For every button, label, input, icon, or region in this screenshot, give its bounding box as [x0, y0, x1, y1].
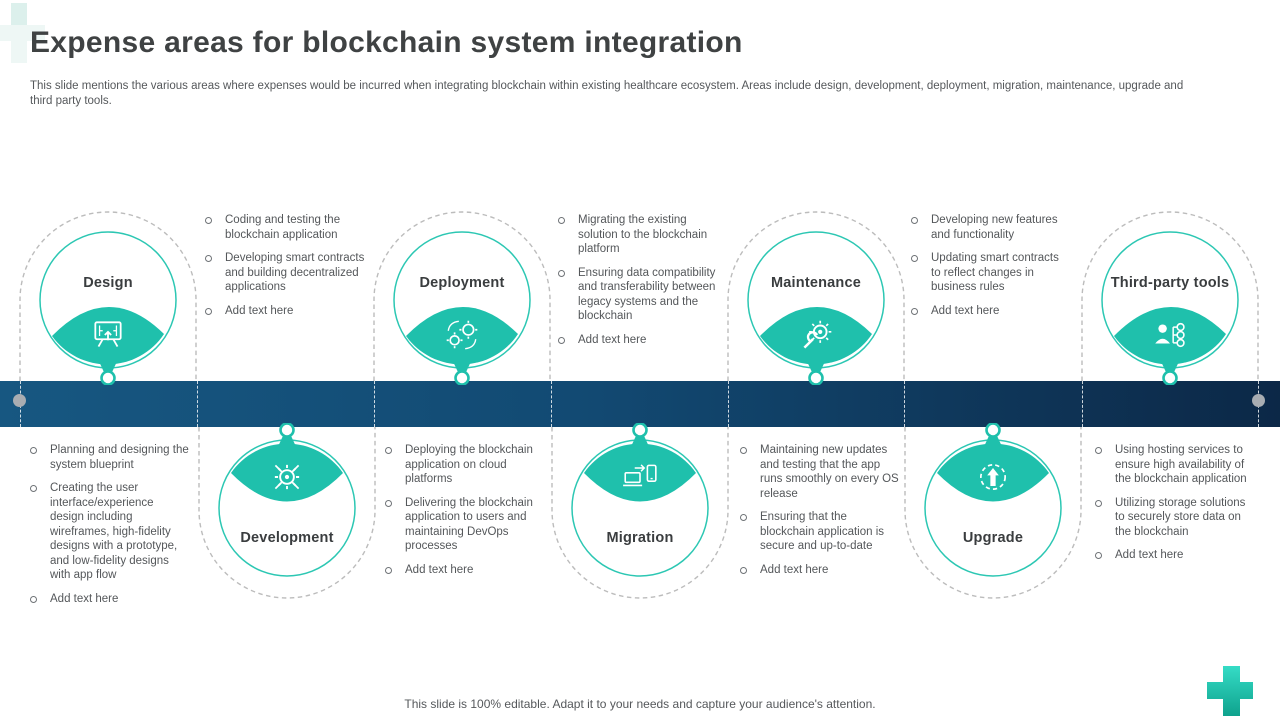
bullet-marker-icon: [385, 499, 392, 507]
bullet-item: Updating smart contracts to reflect chan…: [911, 251, 1071, 295]
add-text-placeholder[interactable]: Add text here: [911, 304, 1071, 319]
stage-upgrade-bullets: Developing new features and functionalit…: [911, 213, 1071, 327]
timeline-divider: [728, 381, 729, 427]
stage-development-bullets: Coding and testing the blockchain applic…: [205, 213, 365, 327]
timeline-end-dot: [1252, 394, 1265, 407]
timeline-start-dot: [13, 394, 26, 407]
stage-label: Third-party tools: [1110, 274, 1230, 291]
stage-maintenance-bullets: Maintaining new updates and testing that…: [740, 443, 900, 586]
bullet-marker-icon: [205, 307, 212, 315]
maintenance-icon: [797, 317, 835, 353]
stage-marker: [197, 423, 377, 603]
bullet-marker-icon: [911, 217, 918, 224]
bullet-marker-icon: [740, 566, 747, 574]
bullet-marker-icon: [385, 447, 392, 454]
bullet-item: Creating the user interface/experience d…: [30, 481, 190, 583]
stage-migration-bullets: Migrating the existing solution to the b…: [558, 213, 718, 356]
bullet-item: Ensuring that the blockchain application…: [740, 510, 900, 554]
upgrade-icon: [974, 459, 1012, 495]
bullet-marker-icon: [1095, 499, 1102, 507]
stage-deployment: Deployment: [372, 205, 552, 385]
bullet-marker-icon: [911, 255, 918, 262]
stage-deployment-bullets: Deploying the blockchain application on …: [385, 443, 545, 586]
medical-cross-icon: [1207, 666, 1253, 716]
bullet-item: Coding and testing the blockchain applic…: [205, 213, 365, 242]
bullet-marker-icon: [1095, 447, 1102, 454]
add-text-placeholder[interactable]: Add text here: [205, 304, 365, 319]
stage-development: Development: [197, 423, 377, 603]
bullet-item: Ensuring data compatibility and transfer…: [558, 266, 718, 324]
stage-third-party-tools: Third-party tools: [1080, 205, 1260, 385]
stage-label: Migration: [606, 529, 674, 546]
bullet-marker-icon: [558, 336, 565, 344]
bullet-item: Using hosting services to ensure high av…: [1095, 443, 1255, 487]
bullet-marker-icon: [558, 269, 565, 277]
timeline-divider: [1082, 381, 1083, 427]
bullet-item: Deploying the blockchain application on …: [385, 443, 545, 487]
bullet-item: Delivering the blockchain application to…: [385, 496, 545, 554]
timeline-divider: [374, 381, 375, 427]
add-text-placeholder[interactable]: Add text here: [558, 333, 718, 348]
development-icon: [268, 459, 306, 495]
bullet-marker-icon: [740, 447, 747, 454]
stage-migration: Migration: [550, 423, 730, 603]
bullet-marker-icon: [205, 217, 212, 224]
timeline-band: [0, 381, 1280, 427]
stage-third-party-bullets: Using hosting services to ensure high av…: [1095, 443, 1255, 572]
editable-note: This slide is 100% editable. Adapt it to…: [404, 697, 876, 711]
bullet-item: Developing smart contracts and building …: [205, 251, 365, 295]
bullet-marker-icon: [30, 447, 37, 454]
bullet-marker-icon: [1095, 552, 1102, 559]
stage-label: Deployment: [419, 274, 505, 291]
add-text-placeholder[interactable]: Add text here: [740, 563, 900, 578]
stage-label: Upgrade: [962, 529, 1024, 546]
stage-label: Development: [240, 529, 334, 546]
bullet-marker-icon: [740, 514, 747, 521]
page-title: Expense areas for blockchain system inte…: [30, 26, 743, 59]
deployment-icon: [443, 317, 481, 353]
add-text-placeholder[interactable]: Add text here: [385, 563, 545, 578]
design-icon: [89, 317, 127, 353]
third-party-icon: [1151, 317, 1189, 353]
corner-plus-decoration: [0, 3, 45, 63]
stage-design-bullets: Planning and designing the system bluepr…: [30, 443, 190, 615]
stage-upgrade: Upgrade: [903, 423, 1083, 603]
add-text-placeholder[interactable]: Add text here: [30, 592, 190, 607]
stage-label: Maintenance: [770, 274, 862, 291]
bullet-item: Planning and designing the system bluepr…: [30, 443, 190, 472]
bullet-marker-icon: [30, 485, 37, 492]
stage-marker: [550, 423, 730, 603]
stage-design: Design: [18, 205, 198, 385]
bullet-item: Migrating the existing solution to the b…: [558, 213, 718, 257]
timeline-divider: [904, 381, 905, 427]
bullet-marker-icon: [911, 307, 918, 315]
migration-icon: [621, 459, 659, 495]
add-text-placeholder[interactable]: Add text here: [1095, 548, 1255, 563]
bullet-item: Utilizing storage solutions to securely …: [1095, 496, 1255, 540]
bullet-item: Maintaining new updates and testing that…: [740, 443, 900, 501]
timeline-divider: [551, 381, 552, 427]
bullet-item: Developing new features and functionalit…: [911, 213, 1071, 242]
page-subtitle: This slide mentions the various areas wh…: [30, 80, 1184, 107]
bullet-marker-icon: [30, 595, 37, 603]
timeline-divider: [197, 381, 198, 427]
bullet-marker-icon: [385, 566, 392, 574]
stage-marker: [903, 423, 1083, 603]
stage-label: Design: [83, 274, 133, 291]
bullet-marker-icon: [205, 255, 212, 262]
stage-maintenance: Maintenance: [726, 205, 906, 385]
bullet-marker-icon: [558, 217, 565, 224]
